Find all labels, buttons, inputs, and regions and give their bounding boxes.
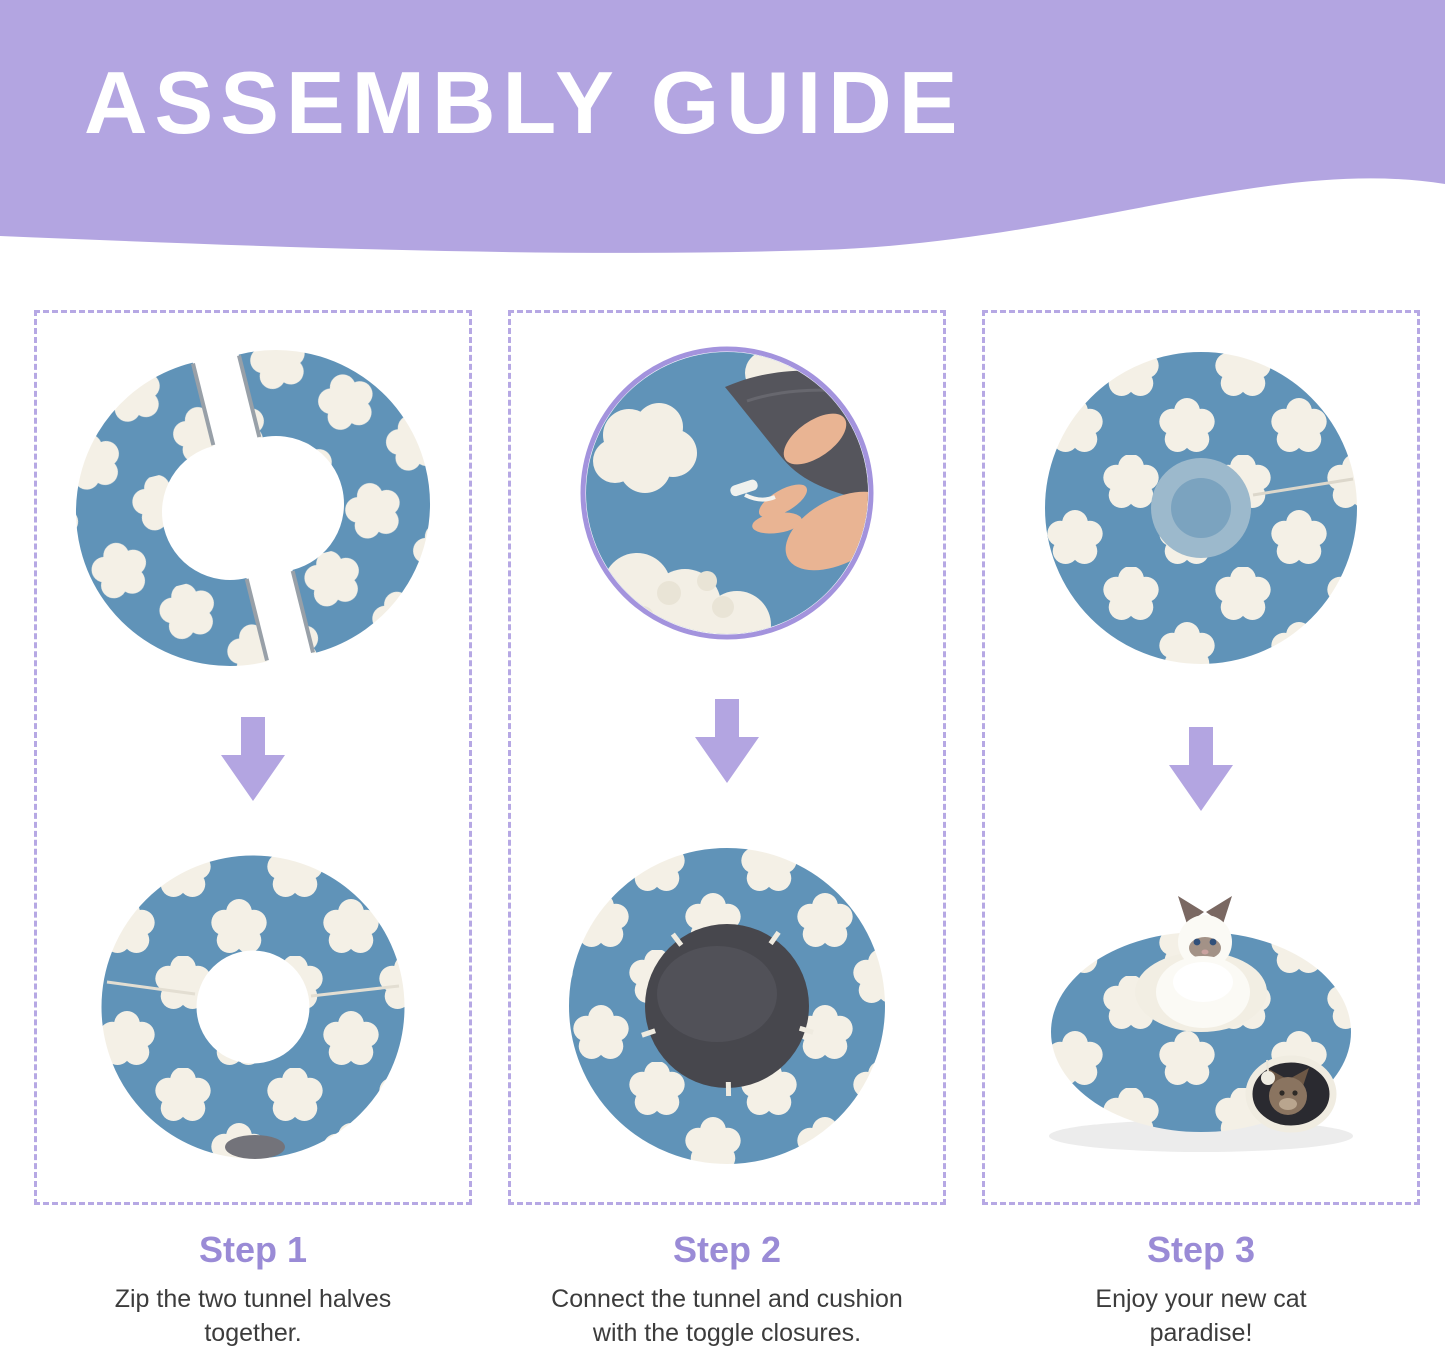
step-1-top-art [43,343,463,673]
step-description: Connect the tunnel and cushion with the … [551,1285,903,1347]
step-2-bottom-art [517,838,937,1174]
step-1-bottom-art [43,844,463,1174]
steps-columns: Step 1 Zip the two tunnel halves togethe… [0,310,1445,1351]
step-description: Enjoy your new cat paradise! [1095,1285,1307,1347]
arrow-down-icon [695,698,759,783]
page-title: ASSEMBLY GUIDE [84,53,965,152]
zipped-tunnel-ring-image [101,855,405,1159]
step-label: Step 2 [672,1229,782,1270]
step-2-caption: Step 2 Connect the tunnel and cushion wi… [537,1229,917,1351]
step-3-caption: Step 3 Enjoy your new cat paradise! [1076,1229,1326,1351]
step-3-top-art [991,343,1411,673]
cats-in-bed-image [1049,896,1353,1152]
arrow-down-icon [1169,726,1233,811]
step-1-panel [34,310,472,1205]
step-2-column: Step 2 Connect the tunnel and cushion wi… [508,310,946,1351]
white-cat [1156,896,1250,1028]
step-2-panel [508,310,946,1205]
step-1-column: Step 1 Zip the two tunnel halves togethe… [34,310,472,1351]
arrow-down-icon [221,716,285,801]
step-3-bottom-art [991,864,1411,1174]
step-3-panel [982,310,1420,1205]
step-label: Step 3 [1146,1229,1256,1270]
step-2-top-art [577,343,877,643]
step-label: Step 1 [198,1229,308,1270]
tunnel-halves-image [76,350,430,666]
assembled-top-view-image [1045,352,1357,664]
step-3-column: Step 3 Enjoy your new cat paradise! [982,310,1420,1351]
step-1-caption: Step 1 Zip the two tunnel halves togethe… [103,1229,403,1351]
header-wave [0,0,1445,253]
header-banner: ASSEMBLY GUIDE [0,0,1445,268]
tunnel-with-cushion-image [569,848,885,1164]
toggle-closure-closeup-image [580,346,874,640]
step-description: Zip the two tunnel halves together. [114,1285,392,1347]
